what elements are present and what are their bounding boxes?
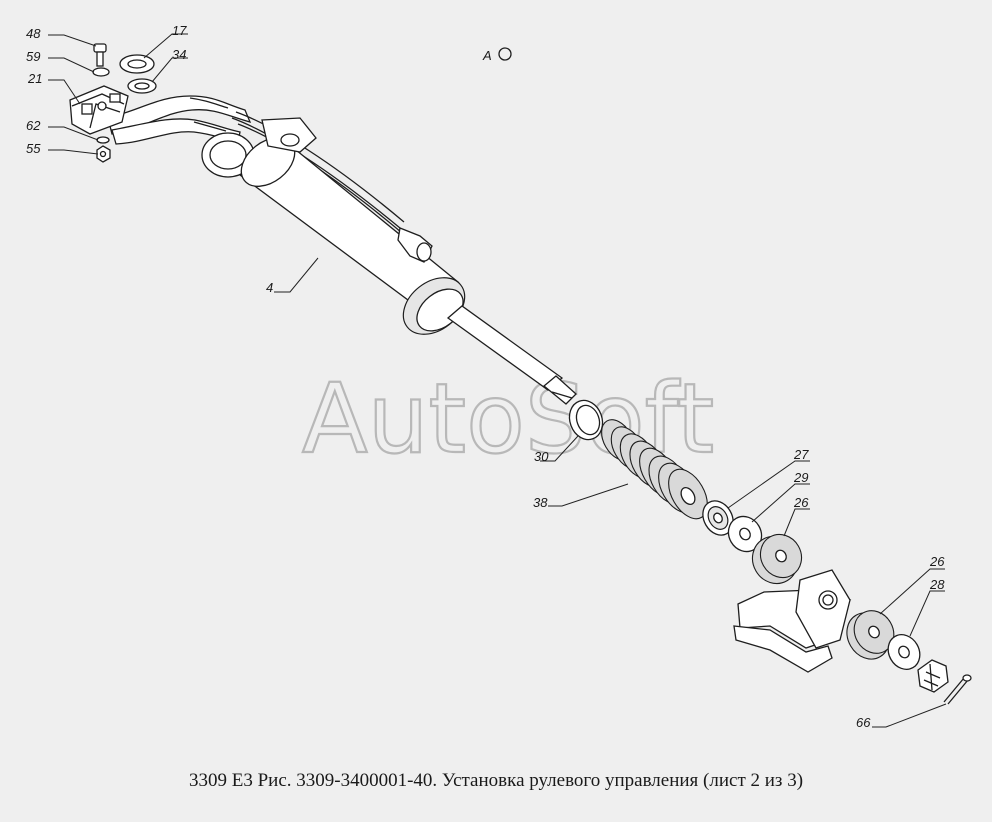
figure-caption: 3309 E3 Рис. 3309-3400001-40. Установка … (188, 770, 804, 791)
part-59-washer (92, 67, 110, 77)
part-26-cushion-lower (846, 610, 895, 660)
part-38-boot (601, 419, 708, 520)
callout-59: 59 (26, 49, 40, 64)
callout-27: 27 (793, 447, 809, 462)
view-marker-circle (498, 47, 512, 61)
view-marker-label: A (482, 48, 492, 63)
callout-38: 38 (533, 495, 548, 510)
callout-55: 55 (26, 141, 41, 156)
part-27-seal (702, 500, 734, 536)
part-62-washer (96, 136, 110, 144)
callout-66: 66 (856, 715, 871, 730)
part-48-bolt (93, 43, 107, 67)
callout-4: 4 (266, 280, 273, 295)
callout-17: 17 (172, 23, 187, 38)
leader-lines (48, 33, 947, 728)
part-30-ring (568, 399, 604, 441)
part-17-ring (119, 54, 155, 74)
part-55-nut (96, 145, 111, 163)
callout-48: 48 (26, 26, 41, 41)
castle-nut (917, 659, 949, 693)
callout-labels: 48 59 21 62 55 17 34 4 30 38 27 29 26 26… (26, 23, 945, 730)
callout-34: 34 (172, 47, 186, 62)
callout-30: 30 (534, 449, 549, 464)
frame-bracket (733, 569, 852, 673)
part-34-ring (127, 78, 157, 94)
callout-21: 21 (27, 71, 42, 86)
hose-assembly (107, 95, 409, 239)
part-26-cushion-upper (751, 533, 803, 585)
callout-28: 28 (929, 577, 945, 592)
callout-29: 29 (793, 470, 808, 485)
part-28-washer (887, 634, 921, 670)
part-29-washer (727, 515, 763, 553)
part-66-cotter-pin (943, 674, 972, 705)
callout-62: 62 (26, 118, 41, 133)
part-21-block (69, 85, 129, 135)
callout-26-lower: 26 (929, 554, 945, 569)
callout-26-upper: 26 (793, 495, 809, 510)
part-4-cylinder (201, 117, 577, 405)
